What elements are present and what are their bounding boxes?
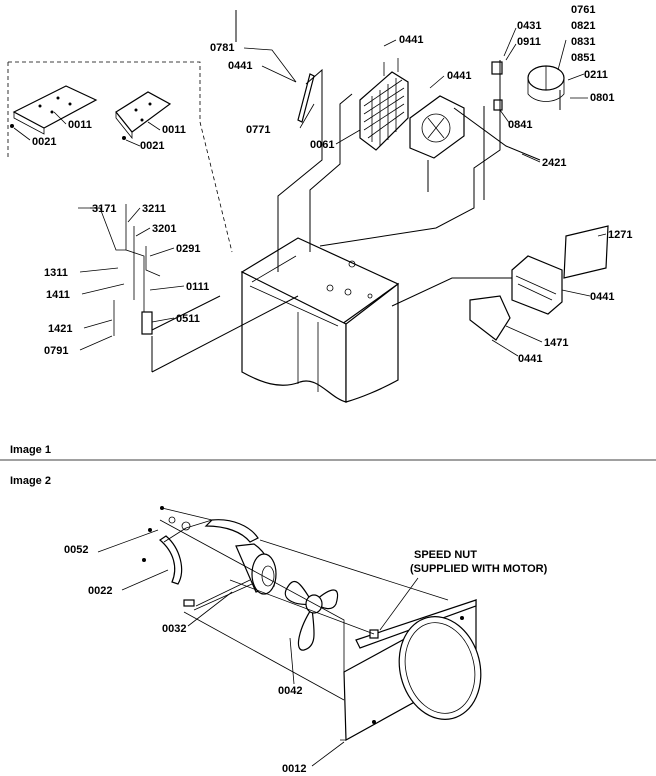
part-label-3211: 3211 <box>142 203 166 215</box>
part-label-1271: 1271 <box>608 229 632 241</box>
part-label-0441-mid: 0441 <box>447 70 471 82</box>
image2-part-labels: 0052 0022 0032 0042 0012 SPEED NUT (SUPP… <box>64 544 548 775</box>
relay-0431 <box>491 61 503 75</box>
image2-exploded-view: Image 2 <box>10 475 548 775</box>
motor-bracket <box>142 506 259 585</box>
overload-0841 <box>493 99 503 111</box>
part-label-0441-left: 0441 <box>228 60 252 72</box>
image1-caption: Image 1 <box>10 444 51 456</box>
part-label-1421: 1421 <box>48 323 72 335</box>
part-label-0831: 0831 <box>571 36 595 48</box>
part-label-1471: 1471 <box>544 337 568 349</box>
part-label-3171: 3171 <box>92 203 116 215</box>
drier-0771 <box>297 73 315 123</box>
part-label-0801: 0801 <box>590 92 614 104</box>
part-label-0211: 0211 <box>584 69 608 81</box>
part-label-0441-bottom: 0441 <box>518 353 542 365</box>
part-label-0821: 0821 <box>571 20 595 32</box>
speed-nut-note-line2: (SUPPLIED WITH MOTOR) <box>410 563 548 575</box>
part-label-0431: 0431 <box>517 20 541 32</box>
part-label-0022: 0022 <box>88 585 112 597</box>
part-label-0021-b: 0021 <box>140 140 164 152</box>
panel-1471 <box>469 295 511 341</box>
part-label-0291: 0291 <box>176 243 200 255</box>
image2-caption: Image 2 <box>10 475 51 487</box>
part-label-1411: 1411 <box>46 289 70 301</box>
image2-label-leaders <box>97 529 419 767</box>
cover-plate-1271 <box>563 225 609 279</box>
speed-nut-note-line1: SPEED NUT <box>414 549 477 561</box>
part-label-0441-top: 0441 <box>399 34 423 46</box>
part-label-0841: 0841 <box>508 119 532 131</box>
part-label-0911: 0911 <box>517 36 541 48</box>
mounting-bracket-right <box>115 91 172 140</box>
mounting-bracket-left <box>12 85 98 135</box>
part-label-0761: 0761 <box>571 4 595 16</box>
cabinet-base <box>240 237 400 403</box>
part-label-3201: 3201 <box>152 223 176 235</box>
fan-motor <box>183 543 277 611</box>
fan-blade <box>284 580 339 651</box>
part-label-0441-right: 0441 <box>590 291 614 303</box>
part-label-1311: 1311 <box>44 267 68 279</box>
compressor <box>527 65 565 102</box>
image1-part-labels: 0761 0821 0831 0851 0211 0431 0911 0441 … <box>32 4 632 365</box>
leader-lines <box>151 10 561 373</box>
part-label-0061: 0061 <box>310 139 334 151</box>
part-label-0042: 0042 <box>278 685 302 697</box>
fan-mounting-plate <box>340 598 482 742</box>
part-label-0781: 0781 <box>210 42 234 54</box>
part-label-0011-a: 0011 <box>68 119 92 131</box>
part-label-2421: 2421 <box>542 157 566 169</box>
part-label-0011-b: 0011 <box>162 124 186 136</box>
screw-0021-left <box>10 124 14 128</box>
part-label-0012: 0012 <box>282 763 306 775</box>
condenser-fan-shroud <box>409 95 465 159</box>
part-label-0511: 0511 <box>176 313 200 325</box>
part-label-0771: 0771 <box>246 124 270 136</box>
control-box <box>511 255 563 315</box>
screw-0021-right <box>122 136 126 140</box>
image1-exploded-view: 0761 0821 0831 0851 0211 0431 0911 0441 … <box>7 4 632 456</box>
part-label-0851: 0851 <box>571 52 595 64</box>
condenser-coil <box>359 58 409 151</box>
part-label-0111: 0111 <box>186 281 209 293</box>
part-label-0032: 0032 <box>162 623 186 635</box>
image2-construction-lines <box>159 507 449 701</box>
label-leaders <box>13 27 607 357</box>
part-label-0021-a: 0021 <box>32 136 56 148</box>
bracket-inset-border <box>7 61 233 253</box>
part-label-0791: 0791 <box>44 345 68 357</box>
wiring-harness <box>78 204 161 336</box>
part-label-0052: 0052 <box>64 544 88 556</box>
